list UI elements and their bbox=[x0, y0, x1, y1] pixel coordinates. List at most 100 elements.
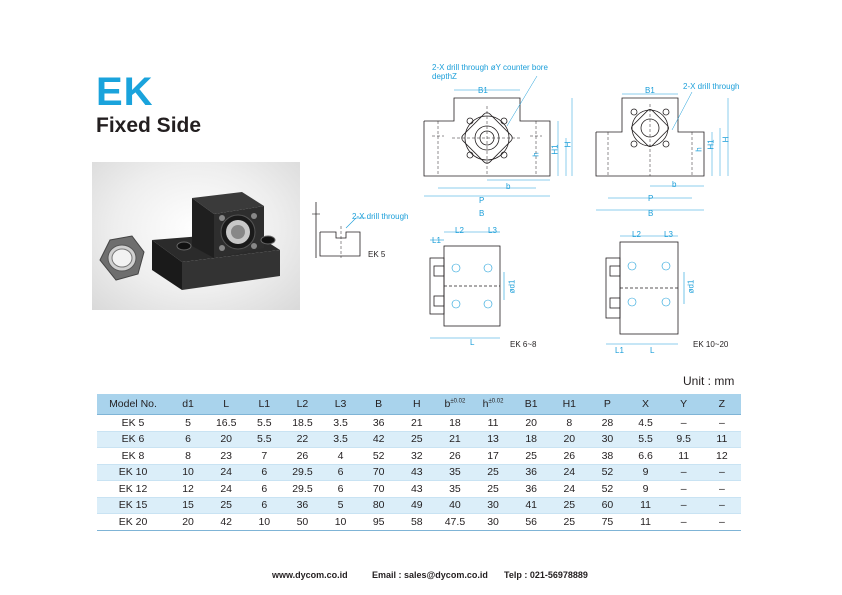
lock-nut-image bbox=[99, 235, 145, 281]
header-h1: H1 bbox=[550, 394, 589, 415]
variant-label-ek5: EK 5 bbox=[368, 250, 386, 259]
table-cell-model: EK 10 bbox=[97, 464, 169, 481]
table-cell: 5 bbox=[169, 414, 208, 432]
table-cell: 24 bbox=[550, 464, 589, 481]
table-cell: 56 bbox=[512, 513, 551, 531]
table-cell: 58 bbox=[397, 513, 436, 531]
footer-website[interactable]: www.dycom.co.id bbox=[272, 570, 348, 580]
table-cell: 18 bbox=[435, 414, 474, 432]
footer-email[interactable]: Email : sales@dycom.co.id bbox=[372, 570, 488, 580]
front-view-drawing-drill bbox=[595, 91, 729, 211]
table-cell: 25 bbox=[207, 497, 246, 514]
table-cell: 21 bbox=[397, 414, 436, 432]
dim-h-front: h bbox=[531, 152, 541, 157]
dim-H-right: H bbox=[721, 136, 731, 143]
dim-p-front: P bbox=[479, 196, 485, 205]
table-cell: 75 bbox=[588, 513, 627, 531]
specification-table: Model No. d1 L L1 L2 L3 B H b±0.02 h±0.0… bbox=[97, 394, 741, 531]
table-cell: 9 bbox=[626, 480, 665, 498]
table-cell: 35 bbox=[435, 480, 474, 498]
table-cell: 16.5 bbox=[207, 414, 246, 432]
side-view-drawing-ek6-8 bbox=[429, 231, 505, 339]
table-cell: 6 bbox=[245, 464, 284, 481]
table-cell: 29.5 bbox=[283, 464, 322, 481]
table-cell: 30 bbox=[474, 513, 513, 531]
table-cell: 36 bbox=[359, 414, 398, 432]
table-cell: 11 bbox=[702, 431, 741, 448]
table-cell: 43 bbox=[397, 464, 436, 481]
page-subtitle: Fixed Side bbox=[96, 114, 202, 137]
table-cell-model: EK 12 bbox=[97, 480, 169, 498]
table-cell: 4.5 bbox=[626, 414, 665, 432]
dim-b-front: b bbox=[506, 182, 511, 191]
dim-l-ek6-8: L bbox=[470, 338, 475, 347]
table-cell: 25 bbox=[550, 497, 589, 514]
table-cell: 21 bbox=[435, 431, 474, 448]
table-cell: 80 bbox=[359, 497, 398, 514]
table-cell: 43 bbox=[397, 480, 436, 498]
table-cell: 11 bbox=[626, 497, 665, 514]
dim-b1-right: B1 bbox=[645, 86, 655, 95]
table-cell: 23 bbox=[207, 447, 246, 465]
table-cell: 60 bbox=[588, 497, 627, 514]
variant-label-ek6-8: EK 6~8 bbox=[510, 340, 537, 349]
table-cell: 36 bbox=[512, 464, 551, 481]
table-cell: 7 bbox=[245, 447, 284, 465]
table-cell: 50 bbox=[283, 513, 322, 531]
dim-H-front: H bbox=[563, 141, 573, 148]
table-cell: – bbox=[702, 497, 741, 514]
table-cell: 52 bbox=[588, 480, 627, 498]
table-cell: 42 bbox=[207, 513, 246, 531]
table-cell: 20 bbox=[512, 414, 551, 432]
table-cell: 25 bbox=[512, 447, 551, 465]
table-cell: 10 bbox=[321, 513, 360, 531]
table-cell: 35 bbox=[435, 464, 474, 481]
table-cell: 3.5 bbox=[321, 414, 360, 432]
table-cell: – bbox=[664, 513, 703, 531]
table-cell: 4 bbox=[321, 447, 360, 465]
table-cell: 22 bbox=[283, 431, 322, 448]
table-cell: – bbox=[702, 513, 741, 531]
dim-h-right: h bbox=[694, 147, 704, 152]
table-cell: 70 bbox=[359, 480, 398, 498]
table-cell-model: EK 8 bbox=[97, 447, 169, 465]
counterbore-callout: 2-X drill through øY counter bore depthZ bbox=[432, 63, 548, 81]
dim-l1-ek10-20: L1 bbox=[615, 346, 624, 355]
ek5-drill-callout: 2-X drill through bbox=[352, 212, 409, 221]
dim-h1-front: H1 bbox=[550, 144, 560, 155]
table-cell: 5.5 bbox=[626, 431, 665, 448]
dim-l2-ek6-8: L2 bbox=[455, 226, 464, 235]
header-h-tolerance: ±0.02 bbox=[488, 398, 504, 405]
table-cell: – bbox=[664, 497, 703, 514]
table-cell: 24 bbox=[550, 480, 589, 498]
table-cell: 20 bbox=[207, 431, 246, 448]
header-model-no: Model No. bbox=[97, 394, 169, 415]
table-cell: 70 bbox=[359, 464, 398, 481]
header-h-total: H bbox=[397, 394, 436, 415]
table-cell: 25 bbox=[474, 464, 513, 481]
dim-b-total-right: B bbox=[648, 209, 654, 218]
table-cell: 8 bbox=[550, 414, 589, 432]
table-cell: 20 bbox=[550, 431, 589, 448]
table-cell: 25 bbox=[550, 513, 589, 531]
variant-label-ek10-20: EK 10~20 bbox=[693, 340, 729, 349]
table-cell: 9 bbox=[626, 464, 665, 481]
table-cell: 24 bbox=[207, 480, 246, 498]
table-cell: 95 bbox=[359, 513, 398, 531]
table-cell: 12 bbox=[702, 447, 741, 465]
table-cell: 40 bbox=[435, 497, 474, 514]
table-cell: 30 bbox=[474, 497, 513, 514]
header-l1: L1 bbox=[245, 394, 284, 415]
table-cell: – bbox=[664, 480, 703, 498]
table-cell: 15 bbox=[169, 497, 208, 514]
table-cell: 26 bbox=[550, 447, 589, 465]
table-cell: 36 bbox=[283, 497, 322, 514]
table-cell: 52 bbox=[588, 464, 627, 481]
table-cell: 6 bbox=[321, 464, 360, 481]
header-l3: L3 bbox=[321, 394, 360, 415]
table-cell: – bbox=[702, 480, 741, 498]
table-cell: 5 bbox=[321, 497, 360, 514]
header-y: Y bbox=[664, 394, 703, 415]
